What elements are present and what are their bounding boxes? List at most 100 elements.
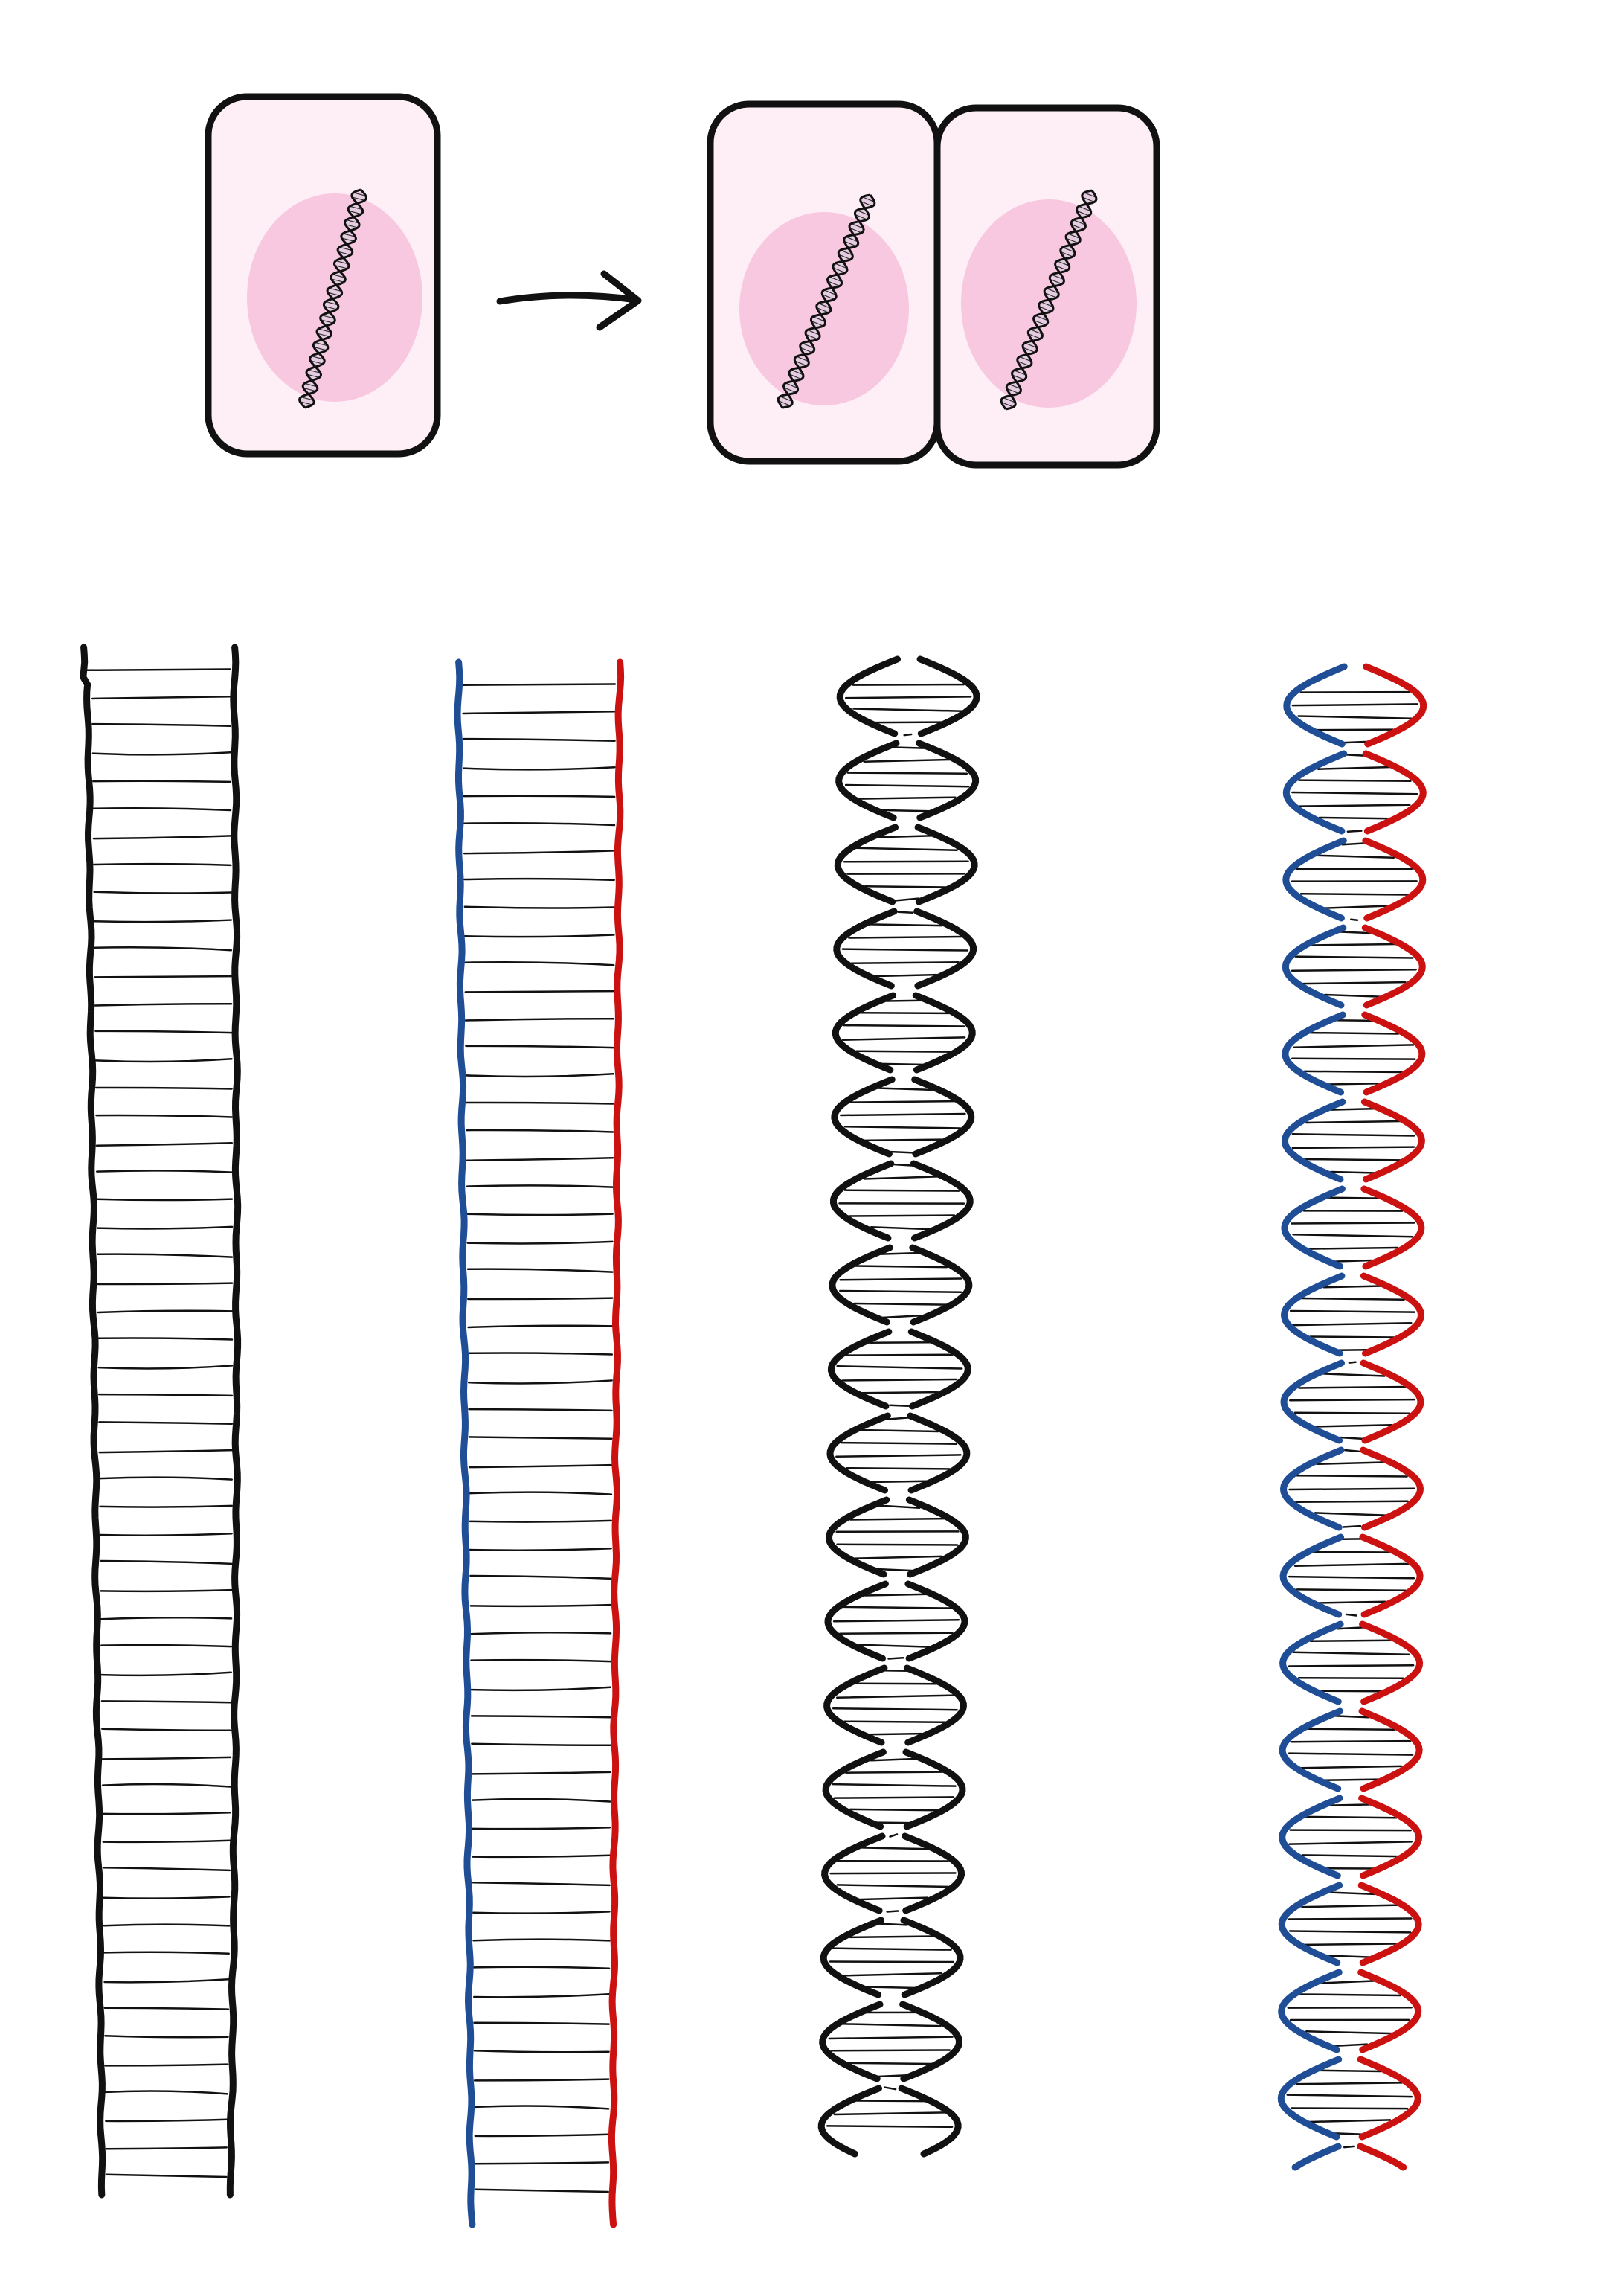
base-pair-rung xyxy=(99,1559,233,1565)
base-pair-rung xyxy=(860,1391,939,1394)
base-pair-rung xyxy=(100,1644,233,1648)
backbone-strand-segment xyxy=(1358,1707,1423,1792)
backbone-strand-segment xyxy=(902,1748,966,1830)
backbone-strand-segment xyxy=(909,1244,973,1326)
base-pair-rung xyxy=(1308,2119,1392,2123)
base-pair-rung xyxy=(1288,1930,1412,1934)
base-pair-rung xyxy=(856,1896,929,1901)
base-pair-rung xyxy=(880,1251,922,1255)
base-pair-rung xyxy=(1291,1739,1412,1743)
base-pair-rung xyxy=(1306,1728,1395,1731)
backbone-strand-segment xyxy=(831,1076,896,1158)
base-pair-rung xyxy=(94,1058,233,1063)
base-pair-rung xyxy=(872,973,938,978)
base-pair-rung xyxy=(1325,1891,1376,1896)
backbone-strand-segment xyxy=(1280,1359,1345,1444)
base-pair-rung xyxy=(469,1603,612,1608)
base-pair-rung xyxy=(473,2050,610,2053)
daughter-cell-right xyxy=(933,104,1160,469)
base-pair-rung xyxy=(841,948,968,952)
base-pair-rung xyxy=(462,683,617,686)
base-pair-rung xyxy=(1311,943,1398,946)
base-pair-rung xyxy=(1301,1904,1400,1908)
base-pair-rung xyxy=(858,1428,939,1433)
base-pair-rung xyxy=(474,2161,610,2165)
backbone-strand-segment xyxy=(833,908,898,990)
base-pair-rung xyxy=(845,1466,951,1470)
base-pair-rung xyxy=(467,1324,614,1329)
base-pair-rung xyxy=(858,796,957,800)
backbone-strand-segment xyxy=(1282,837,1347,922)
base-pair-rung xyxy=(1329,1170,1377,1174)
base-pair-rung xyxy=(474,2105,610,2110)
base-pair-rung xyxy=(869,1341,931,1344)
base-pair-rung xyxy=(850,961,960,965)
base-pair-rung xyxy=(95,1142,233,1147)
base-pair-rung xyxy=(846,772,968,775)
base-pair-rung xyxy=(103,1978,230,1984)
base-pair-rung xyxy=(841,2023,942,2027)
base-pair-rung xyxy=(474,2133,610,2138)
base-pair-rung xyxy=(832,1947,952,1951)
base-pair-rung xyxy=(467,1379,613,1385)
backbone-strand-segment xyxy=(827,1328,893,1410)
base-pair-rung xyxy=(839,1289,962,1293)
base-pair-rung xyxy=(854,1265,948,1269)
backbone-strand-segment xyxy=(1279,1533,1344,1618)
backbone-strand-segment xyxy=(820,1917,884,1998)
base-pair-rung xyxy=(887,1416,911,1420)
base-pair-rung xyxy=(1303,1815,1398,1819)
base-pair-rung xyxy=(1288,1917,1413,1920)
base-pair-rung xyxy=(472,1826,611,1830)
base-pair-rung xyxy=(97,1337,234,1341)
base-pair-rung xyxy=(1314,1512,1389,1516)
base-pair-rung xyxy=(462,766,616,771)
base-pair-rung xyxy=(1298,804,1411,807)
base-pair-rung xyxy=(92,835,232,840)
base-pair-rung xyxy=(864,1593,930,1597)
base-pair-rung xyxy=(1296,1588,1407,1592)
backbone-strand-segment xyxy=(1282,750,1348,835)
base-pair-rung xyxy=(844,696,972,699)
base-pair-rung xyxy=(1317,766,1392,770)
base-pair-rung xyxy=(1332,1259,1373,1263)
base-pair-rung xyxy=(91,751,231,756)
base-pair-rung xyxy=(855,847,958,852)
backbone-strand-segment xyxy=(1357,2056,1421,2141)
base-pair-rung xyxy=(865,1986,918,1989)
mini-dna-helix-icon xyxy=(1000,189,1098,411)
base-pair-rung xyxy=(892,897,920,902)
base-pair-rung xyxy=(835,1694,955,1699)
base-pair-rung xyxy=(99,1504,233,1508)
base-pair-rung xyxy=(832,1619,960,1623)
base-pair-rung xyxy=(1294,955,1414,959)
base-pair-rung xyxy=(875,2074,906,2078)
base-pair-rung xyxy=(897,911,914,914)
base-pair-rung xyxy=(466,1129,614,1133)
base-pair-rung xyxy=(1316,1461,1389,1466)
backbone-strand-segment xyxy=(1282,924,1347,1009)
base-pair-rung xyxy=(1298,1385,1407,1389)
backbone-strand-segment xyxy=(1277,2056,1343,2141)
backbone-strand-segment xyxy=(817,2085,882,2158)
backbone-strand-segment xyxy=(1362,837,1427,922)
backbone-strand-segment xyxy=(914,824,978,905)
base-pair-rungs xyxy=(462,683,617,2193)
base-pair-rung xyxy=(466,1268,614,1273)
base-pair-rung xyxy=(93,891,232,894)
base-pair-rung xyxy=(103,1896,231,1899)
base-pair-rung xyxy=(469,1548,612,1551)
base-pair-rung xyxy=(841,1606,951,1609)
base-pair-rung xyxy=(1345,1613,1357,1617)
backbone-strand-segment xyxy=(1283,663,1348,748)
backbone-strand-segment xyxy=(1361,1011,1426,1096)
base-pair-rung xyxy=(832,1783,957,1787)
backbone-strand-segment xyxy=(1281,1098,1346,1183)
base-pair-rung xyxy=(1337,931,1371,934)
base-pair-rung xyxy=(105,2146,228,2150)
base-pair-rung xyxy=(93,919,233,923)
backbone-strand-right xyxy=(226,644,242,2199)
base-pair-rung xyxy=(1344,1449,1360,1452)
base-pair-rung xyxy=(471,1798,611,1803)
base-pair-rung xyxy=(466,1240,614,1245)
